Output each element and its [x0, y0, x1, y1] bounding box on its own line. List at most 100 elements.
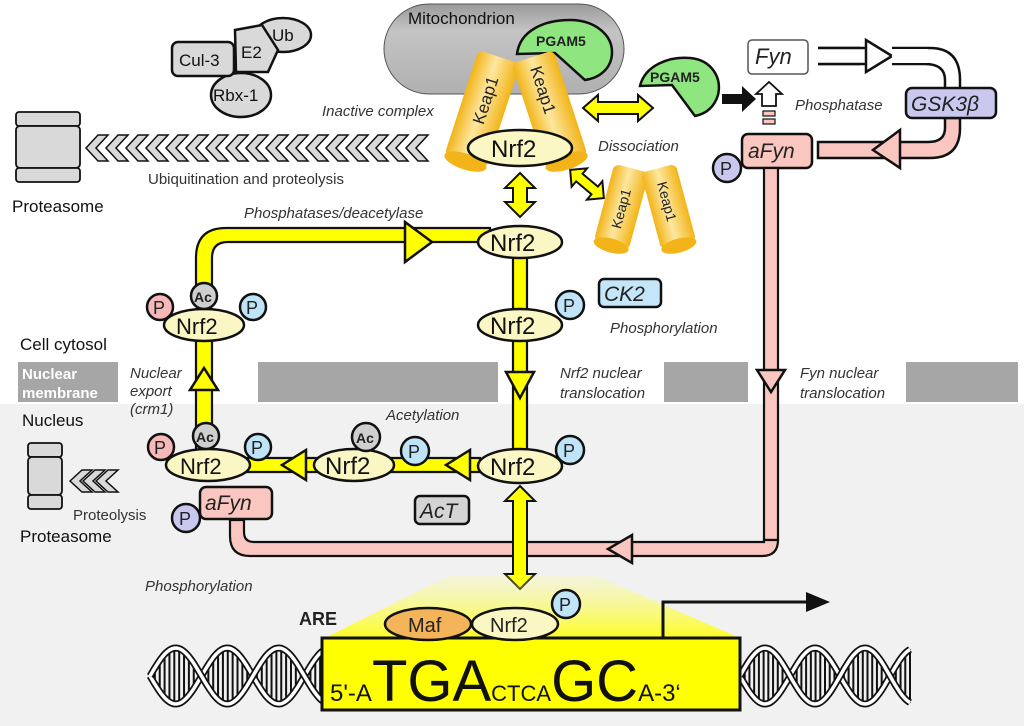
- ubiquitination-chevrons: [84, 134, 430, 162]
- seq-gc: GC: [551, 649, 638, 714]
- keap1-dimer-complex: Keap1 Keap1 Nrf2: [444, 51, 588, 172]
- chevron-icon: [104, 134, 130, 162]
- fyn-label: Fyn: [755, 44, 792, 69]
- nrf2-nuclear-left: Nrf2 Ac P P: [146, 421, 273, 483]
- membrane-label-2: membrane: [22, 385, 98, 402]
- pgam5-mito-label: PGAM5: [536, 33, 586, 49]
- maf-label: Maf: [408, 615, 442, 637]
- ac-nuclear-left: Ac: [196, 429, 214, 445]
- proteolysis-label: Proteolysis: [73, 507, 146, 524]
- ac-nuclear-mid: Ac: [356, 430, 374, 446]
- ac-cytosol-label: Ac: [194, 289, 212, 305]
- cul3-label: Cul-3: [179, 51, 220, 70]
- nuclear-phosphorylation: Phosphorylation: [145, 578, 253, 595]
- inactive-complex-label: Inactive complex: [322, 103, 434, 120]
- seq-prefix: 5'-A: [330, 680, 372, 707]
- nrf2-complex-label: Nrf2: [491, 136, 536, 163]
- proteasome-bottom: [27, 442, 63, 510]
- transcription-arrowhead: [806, 592, 830, 612]
- ubiquitin-ligase-complex: Cul-3 E2 Ub Rbx-1: [170, 16, 313, 119]
- chevron-icon: [284, 134, 310, 162]
- keap1-release-arrow: [569, 167, 605, 201]
- are-label: ARE: [299, 609, 337, 629]
- fyn-translocation-1: Fyn nuclear: [800, 365, 879, 382]
- phosphatase-label: Phosphatase: [795, 97, 883, 114]
- e2-label: E2: [241, 43, 262, 62]
- seq-tga: TGA: [372, 649, 492, 714]
- chevron-icon: [184, 134, 210, 162]
- nrf2-nuclear-left-label: Nrf2: [180, 454, 222, 479]
- chevron-icon: [244, 134, 270, 162]
- chevron-icon: [404, 134, 430, 162]
- transcription-arrow: [661, 600, 808, 638]
- chevron-icon: [164, 134, 190, 162]
- p-blue-nuclear-left: P: [251, 438, 263, 458]
- phosphatases-label: Phosphatases/deacetylase: [244, 205, 423, 222]
- nrf2-nuclear-mid: Nrf2 Ac P: [312, 421, 431, 483]
- nrf2-translocation-2: translocation: [560, 385, 645, 402]
- ck2-label: CK2: [604, 283, 645, 306]
- are-sequence: 5'-ATGACTCAGCA-3‘: [330, 649, 681, 714]
- afyn-cytosol-p: P: [720, 159, 732, 179]
- p-blue-cytosol: P: [246, 298, 258, 318]
- p-blue-nuclear-right: P: [563, 441, 575, 461]
- nrf2-release-arrow: [502, 171, 538, 219]
- dna-strand: [148, 646, 326, 706]
- nrf2-are: [470, 606, 560, 642]
- cytosol-label: Cell cytosol: [20, 335, 107, 354]
- chevron-icon: [124, 134, 150, 162]
- pgam5-mito: [515, 18, 614, 82]
- dissociation-arrow: [581, 92, 655, 124]
- dissociation-label: Dissociation: [598, 138, 679, 155]
- are-box: [320, 636, 742, 712]
- afyn-nuclear: [198, 485, 274, 521]
- chevron-icon: [81, 469, 107, 493]
- chevron-icon: [94, 469, 120, 493]
- ck2-phosphorylation: Phosphorylation: [610, 320, 718, 337]
- nrf2-nuclear-mid-label: Nrf2: [325, 453, 370, 480]
- chevron-icon: [144, 134, 170, 162]
- nrf2-free: [476, 224, 564, 260]
- acetylation-label: Acetylation: [385, 407, 459, 424]
- p-red-cytosol: P: [153, 298, 165, 318]
- chevron-icon: [224, 134, 250, 162]
- nrf2-modified-cytosol-label: Nrf2: [176, 314, 218, 339]
- gsk3b-label: GSK3β: [911, 93, 979, 116]
- fyn-pathway: Fyn GSK3β Phosphatase aFyn P Fyn nuclear…: [711, 37, 998, 542]
- pgam5-free: [638, 56, 721, 118]
- nucleus-label: Nucleus: [22, 411, 83, 430]
- chevron-icon: [384, 134, 410, 162]
- proteasome-top: [15, 111, 81, 183]
- p-red-nuclear: P: [154, 438, 166, 458]
- nuclear-membrane: [18, 362, 1018, 402]
- ub-label: Ub: [272, 26, 294, 45]
- dna-strand: [738, 646, 911, 706]
- dna-strand: [738, 646, 911, 706]
- afyn-nuclear-p: P: [179, 509, 191, 529]
- rbx1-label: Rbx-1: [213, 86, 258, 105]
- afyn-cytosol-label: aFyn: [748, 140, 795, 163]
- chevron-icon: [364, 134, 390, 162]
- export-label-1: Nuclear: [130, 365, 183, 382]
- nrf2-modified-cytosol: Nrf2 Ac P P: [145, 281, 268, 343]
- nrf2-phos: [476, 307, 564, 343]
- dna-helix-left: [146, 644, 327, 708]
- chevron-icon: [68, 469, 94, 493]
- mitochondrion-label: Mitochondrion: [408, 9, 515, 28]
- seq-ctca: CTCA: [491, 681, 551, 706]
- nrf2-free-label: Nrf2: [490, 230, 535, 257]
- seq-suffix: A-3‘: [638, 680, 681, 707]
- chevron-icon: [304, 134, 330, 162]
- pgam5-free-label: PGAM5: [650, 69, 700, 85]
- chevron-icon: [204, 134, 230, 162]
- ck2-box: [597, 277, 663, 309]
- fyn-translocation-2: translocation: [800, 385, 885, 402]
- act-box: [413, 494, 471, 526]
- chevron-icon: [344, 134, 370, 162]
- act-label: AcT: [418, 500, 460, 523]
- nrf2-nuclear-right-label: Nrf2: [490, 454, 535, 481]
- proteasome-top-label: Proteasome: [12, 197, 104, 216]
- are-p: P: [559, 595, 571, 615]
- afyn-nuclear-label: aFyn: [205, 492, 252, 515]
